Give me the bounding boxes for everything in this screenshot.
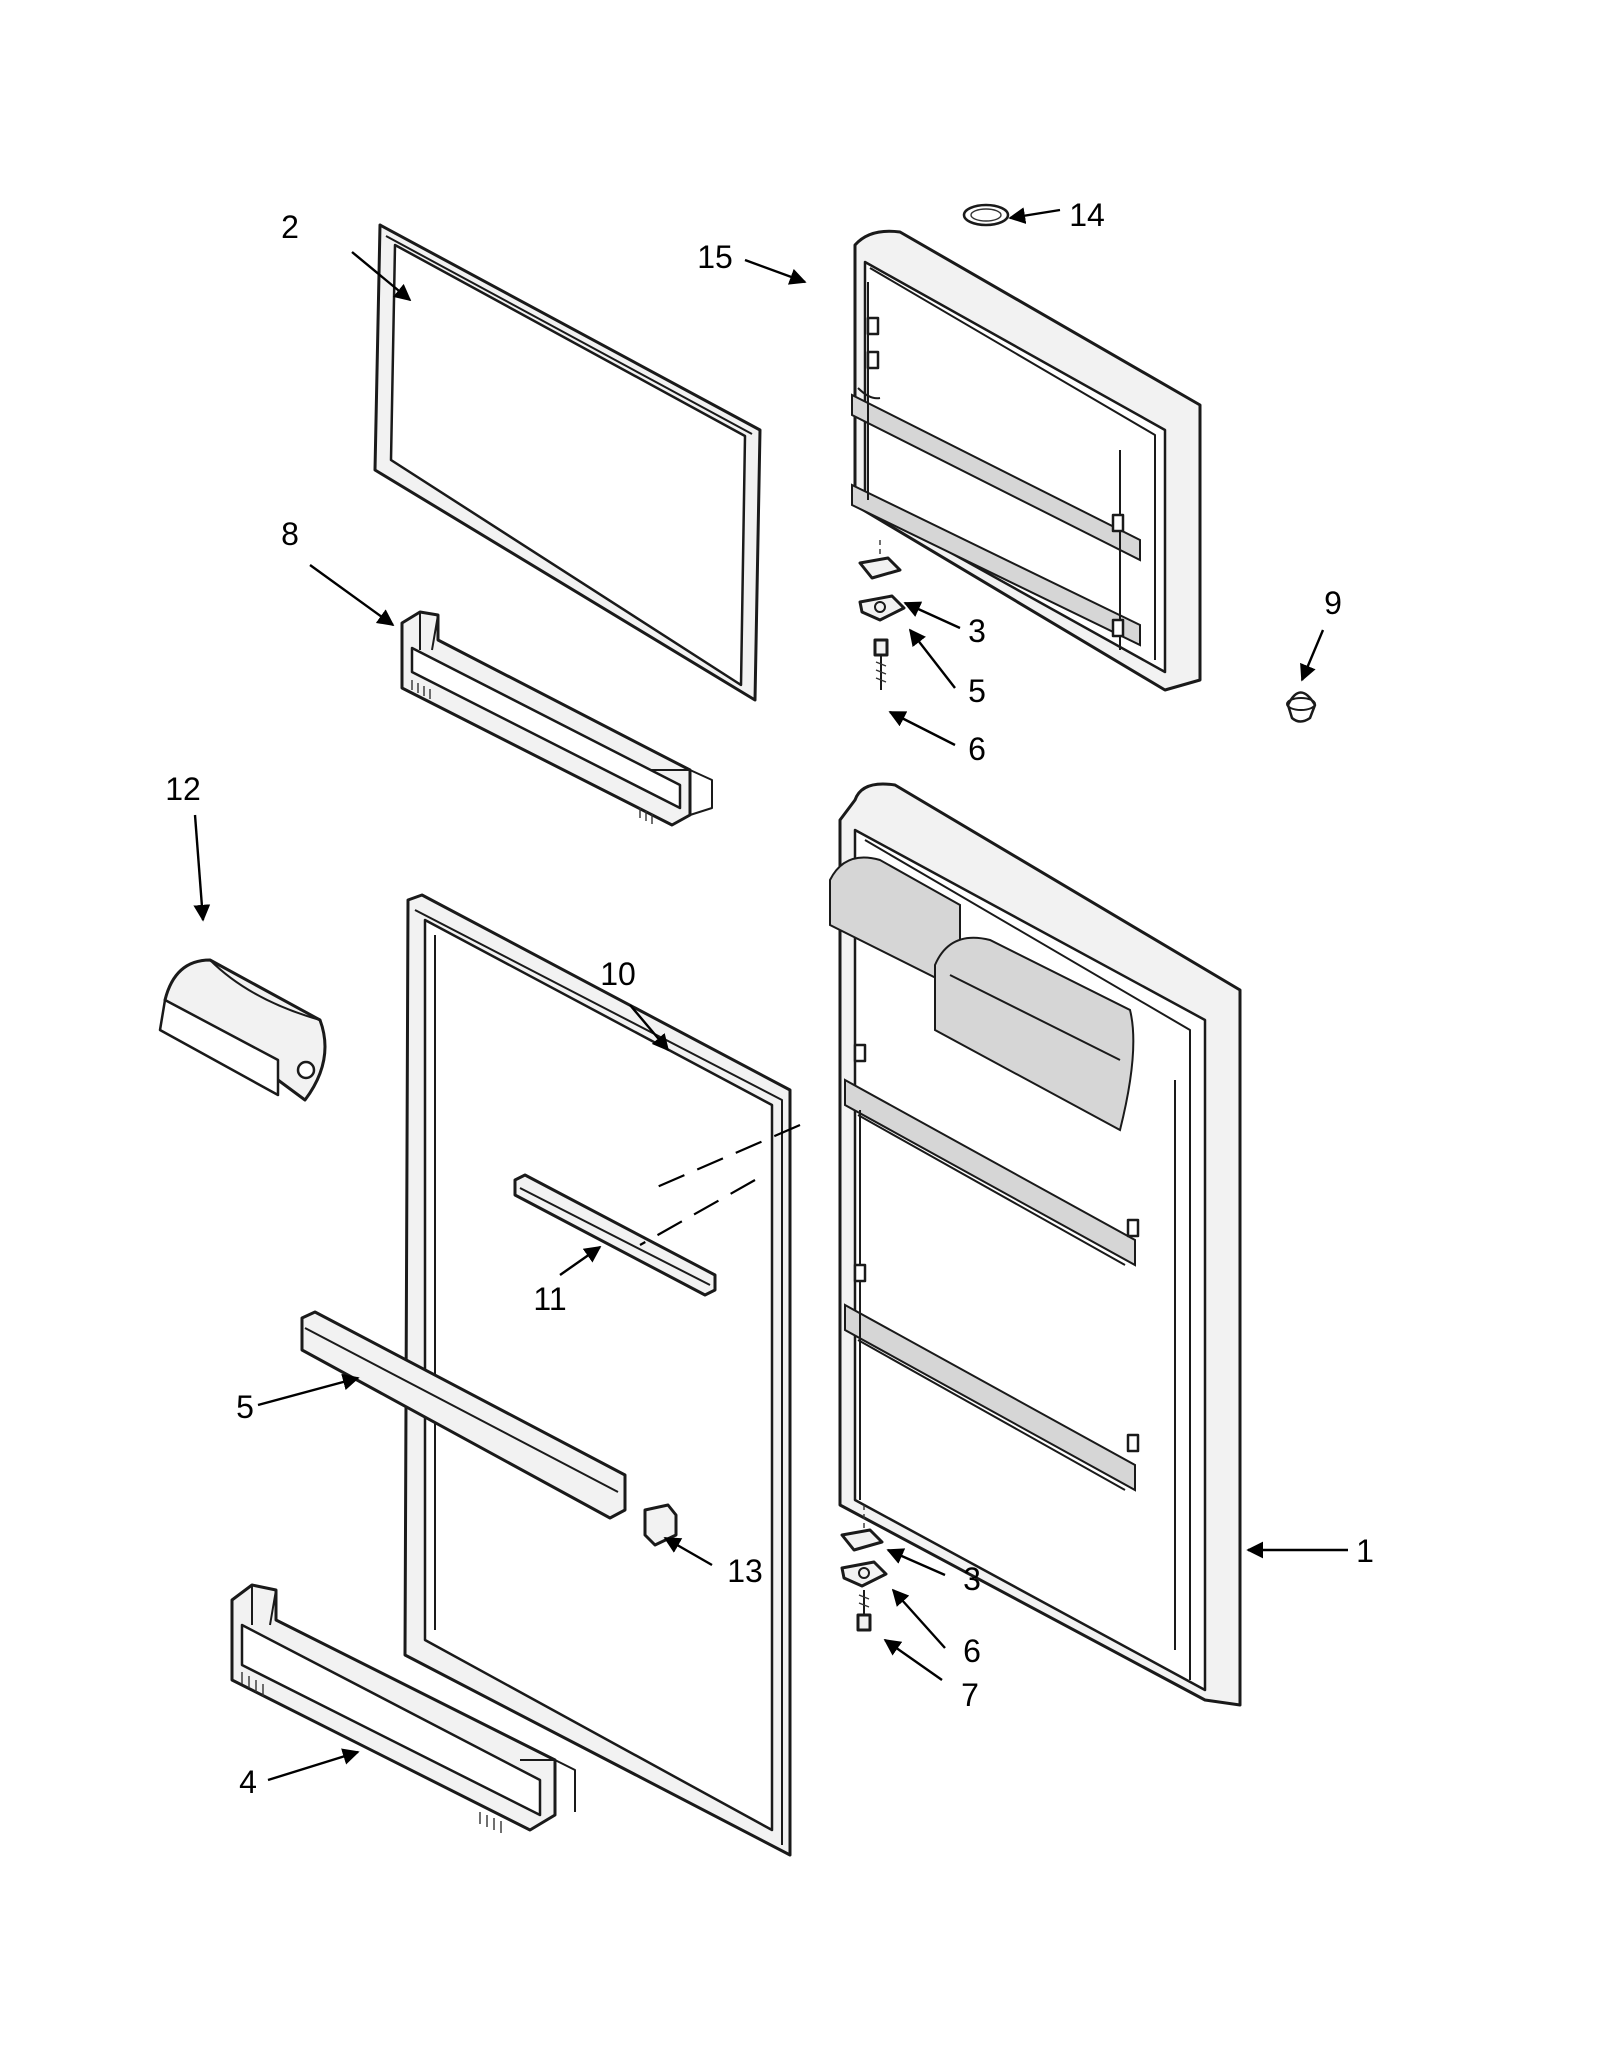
callout-9: 10 <box>600 956 636 992</box>
callout-3-upper: 3 <box>968 613 986 649</box>
fresh-food-door-gasket <box>403 893 792 1857</box>
leader-lines <box>193 207 1348 1782</box>
callout-13: 14 <box>1069 197 1105 233</box>
callout-14: 12 <box>165 771 201 807</box>
freezer-door-bin <box>400 610 713 827</box>
callout-8: 8 <box>281 516 299 552</box>
callout-11: 9 <box>1324 585 1342 621</box>
callout-2: 2 <box>281 209 299 245</box>
alignment-lines <box>639 1123 801 1246</box>
plug-button <box>962 203 1010 227</box>
freezer-door <box>851 229 1202 692</box>
dairy-door <box>158 958 327 1102</box>
lower-hinge-assembly <box>840 1505 888 1632</box>
retainer-strip <box>513 1173 717 1297</box>
callout-10: 11 <box>533 1281 566 1317</box>
fresh-food-door-bin <box>230 1583 576 1833</box>
callout-3-lower: 3 <box>963 1561 981 1597</box>
freezer-door-gasket <box>373 223 762 702</box>
callout-5-upper: 5 <box>968 673 986 709</box>
callout-6-lower: 7 <box>961 1677 979 1713</box>
upper-hinge-assembly <box>858 540 906 690</box>
callout-5-lower: 6 <box>963 1633 981 1669</box>
callout-7: 4 <box>239 1764 257 1800</box>
callout-15: 15 <box>697 239 733 275</box>
callout-labels: 2 14 15 8 9 3 5 6 12 10 11 5 1 13 3 6 7 … <box>165 197 1374 1800</box>
door-trim <box>300 1310 627 1520</box>
button-plug <box>1286 691 1317 723</box>
callout-4: 5 <box>236 1389 254 1425</box>
callout-1: 1 <box>1356 1533 1374 1569</box>
fresh-food-door <box>829 782 1242 1707</box>
callout-6-upper: 6 <box>968 731 986 767</box>
callout-12: 13 <box>727 1553 763 1589</box>
trim-end-cap <box>643 1503 678 1547</box>
